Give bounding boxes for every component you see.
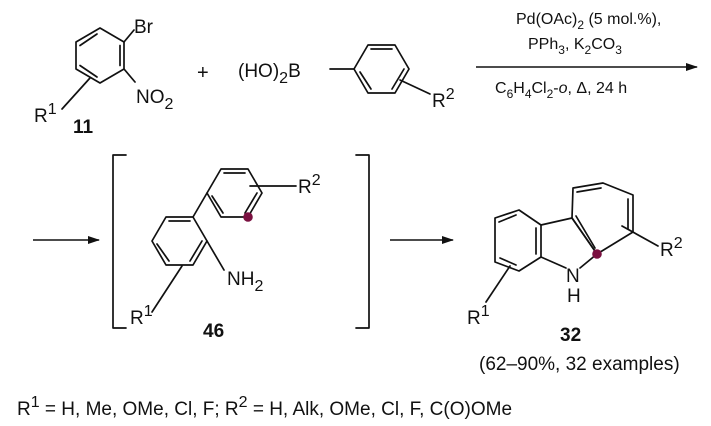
- conditions-ligand-base: PPh3, K2CO3: [528, 36, 622, 57]
- boronic-acid-bonds: [329, 44, 431, 95]
- conditions-catalyst: Pd(OAc)2 (5 mol.%),: [516, 11, 661, 32]
- carbazole-product-structure: N H R1 R2 32 (62–90%, 32 examples): [467, 182, 683, 375]
- r1-product-label: R1: [467, 303, 490, 329]
- compound-11-number: 11: [73, 117, 94, 138]
- aryl-bromide-bonds: [61, 27, 136, 110]
- intermediate-bonds: [151, 168, 297, 313]
- bromine-label: Br: [134, 17, 154, 38]
- r2-substituent-label: R2: [432, 86, 455, 112]
- r2-product-label: R2: [660, 235, 683, 261]
- reactive-site-dot-intermediate: [243, 212, 253, 222]
- nitrogen-label: N: [566, 266, 580, 287]
- reaction-conditions: Pd(OAc)2 (5 mol.%), PPh3, K2CO3 C6H4Cl2-…: [476, 11, 698, 101]
- boronic-acid-label: (HO)2B: [238, 61, 301, 87]
- yield-summary: (62–90%, 32 examples): [479, 354, 680, 375]
- compound-32-number: 32: [560, 325, 581, 346]
- r1-intermediate-label: R1: [130, 303, 153, 329]
- r1-substituent-label: R1: [34, 101, 57, 127]
- r2-intermediate-label: R2: [298, 172, 321, 198]
- nh-hydrogen-label: H: [567, 286, 581, 307]
- carbazole-bonds: [485, 182, 659, 303]
- substituent-footnote: R1 = H, Me, OMe, Cl, F; R2 = H, Alk, OMe…: [17, 394, 512, 420]
- nitro-group-label: NO2: [136, 87, 174, 113]
- reactive-site-dot-product: [592, 249, 602, 259]
- aryl-bromide-structure: Br NO2 R1 11: [34, 17, 174, 138]
- intermediate-46-structure: NH2 R1 R2 46: [112, 154, 370, 342]
- left-bracket: [112, 154, 127, 329]
- plus-sign: +: [197, 62, 209, 84]
- amino-group-label: NH2: [227, 269, 263, 295]
- conditions-solvent: C6H4Cl2-o, Δ, 24 h: [495, 80, 627, 101]
- compound-46-number: 46: [203, 321, 224, 342]
- right-bracket: [355, 154, 370, 329]
- boronic-acid-structure: (HO)2B R2: [238, 44, 455, 112]
